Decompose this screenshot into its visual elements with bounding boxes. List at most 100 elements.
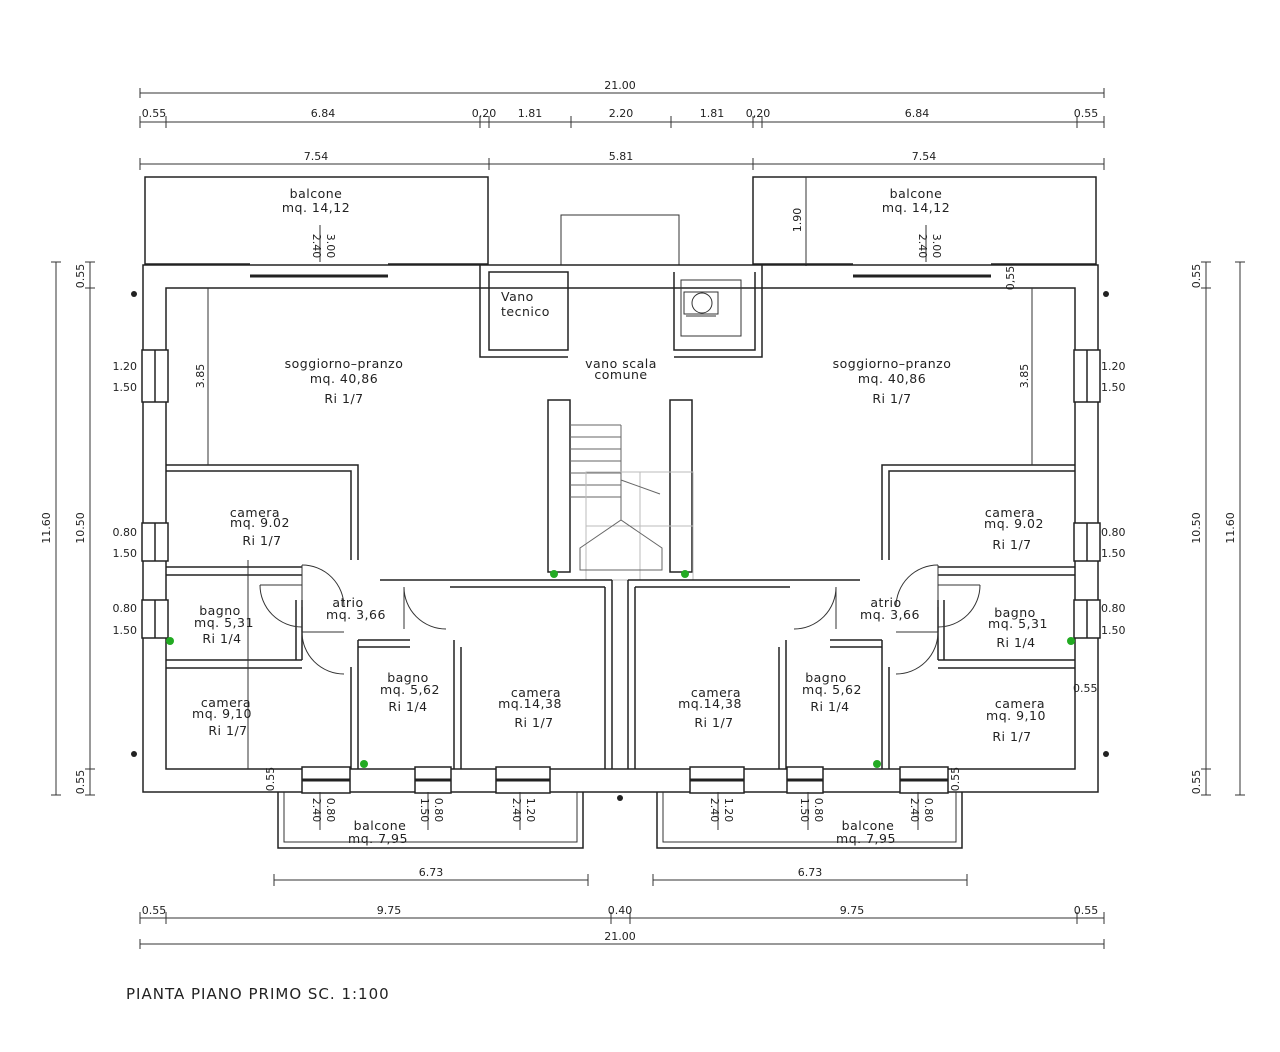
label-balcone-tl-1: balcone: [290, 186, 343, 201]
dim-top-seg-3: 0,20: [472, 107, 497, 120]
label-atrio-r-1: atrio: [870, 595, 901, 610]
green-markers: [166, 570, 1075, 768]
label-atrio-r-2: mq. 3,66: [860, 607, 920, 622]
win-bot-6b: 0.80: [922, 798, 935, 823]
win-bag-left-a: 0.80: [113, 602, 138, 615]
label-bagno-rm-1: bagno: [805, 670, 847, 685]
dim-bottom-seg-1: 0.55: [142, 904, 167, 917]
win-bot-3a: 2.40: [510, 798, 523, 823]
bottom-windows: [301, 766, 949, 794]
label-balcone-br-1: balcone: [842, 818, 895, 833]
label-camera-rt-3: Ri 1/7: [992, 537, 1031, 552]
dim-bottom-seg-3: 0.40: [608, 904, 633, 917]
dim-top-total: 21.00: [604, 79, 636, 92]
dim-top-seg-9: 0.55: [1074, 107, 1099, 120]
dim-atrio-side: 0.55: [1073, 682, 1098, 695]
label-bagno-ls-3: Ri 1/4: [202, 631, 241, 646]
label-vano-tecnico-1: Vano: [501, 289, 534, 304]
dim-stair-side: 0,55: [1004, 266, 1017, 291]
label-camera-rt-2: mq. 9.02: [984, 516, 1044, 531]
label-soggiorno-r-3: Ri 1/7: [872, 391, 911, 406]
dim-right-total-outer: 11.60: [1224, 512, 1237, 544]
dim-bottom-edge-right: 0.55: [949, 767, 962, 792]
right-unit-walls: 3.85: [627, 288, 1075, 769]
label-camera-rt-1: camera: [985, 505, 1035, 520]
label-vano-scala-2: comune: [594, 367, 647, 382]
win-liv-left-b: 1.50: [113, 381, 138, 394]
dim-left-top: 0.55: [74, 264, 87, 289]
left-unit-walls: 3.85: [166, 288, 613, 769]
label-bagno-lm-3: Ri 1/4: [388, 699, 427, 714]
win-cam-right-a: 0.80: [1101, 526, 1126, 539]
label-camera-lt-3: Ri 1/7: [242, 533, 281, 548]
dim-top-seg-4: 1.81: [518, 107, 543, 120]
label-bagno-lm-1: bagno: [387, 670, 429, 685]
dim-left-total-outer: 11.60: [40, 512, 53, 544]
label-camera-rb-3: Ri 1/7: [992, 729, 1031, 744]
dim-win-top-left-b: 3.00: [324, 234, 337, 259]
dim-right-bottom: 0.55: [1190, 770, 1203, 795]
label-camera-lt-1: camera: [230, 505, 280, 520]
label-camera-lb-1: camera: [201, 695, 251, 710]
room-labels: balcone mq. 14,12 balcone mq. 14,12 Vano…: [192, 186, 1047, 846]
label-soggiorno-r-1: soggiorno–pranzo: [833, 356, 952, 371]
side-window-labels: 1.20 1.50 0.80 1.50 0.80 1.50 1.20 1.50 …: [113, 266, 1126, 695]
label-balcone-br-2: mq. 7,95: [836, 831, 896, 846]
label-bagno-rs-1: bagno: [994, 605, 1036, 620]
win-bot-6a: 2.40: [908, 798, 921, 823]
label-atrio-l-1: atrio: [332, 595, 363, 610]
dim-top-block-1: 7.54: [304, 150, 329, 163]
label-bagno-rs-3: Ri 1/4: [996, 635, 1035, 650]
label-balcone-tr-1: balcone: [890, 186, 943, 201]
win-cam-right-b: 1.50: [1101, 547, 1126, 560]
dim-win-top-right-a: 2.40: [916, 234, 929, 259]
win-bot-2b: 0.80: [432, 798, 445, 823]
top-balconies: 1.90 2.40 3.00 2.40 3.00: [144, 176, 1097, 266]
label-soggiorno-l-1: soggiorno–pranzo: [285, 356, 404, 371]
label-camera-rb-1: camera: [995, 696, 1045, 711]
dim-bottom-seg-5: 0.55: [1074, 904, 1099, 917]
label-balcone-bl-1: balcone: [354, 818, 407, 833]
label-vano-tecnico-2: tecnico: [501, 304, 550, 319]
win-cam-left-a: 0.80: [113, 526, 138, 539]
label-camera-lm-3: Ri 1/7: [514, 715, 553, 730]
label-camera-rm-1: camera: [691, 685, 741, 700]
win-bag-right-b: 1.50: [1101, 624, 1126, 637]
dim-right-total-inner: 10.50: [1190, 512, 1203, 544]
win-liv-right-a: 1.20: [1101, 360, 1126, 373]
dim-top-seg-1: 0.55: [142, 107, 167, 120]
win-liv-right-b: 1.50: [1101, 381, 1126, 394]
label-vano-scala-1: vano scala: [585, 356, 657, 371]
win-bot-3b: 1.20: [524, 798, 537, 823]
win-bag-right-a: 0.80: [1101, 602, 1126, 615]
dim-top-seg-5: 2.20: [609, 107, 634, 120]
dim-left-total-inner: 10.50: [74, 512, 87, 544]
dim-win-top-left-a: 2.40: [310, 234, 323, 259]
top-dimensions: 21.00 0.55 6.84 0,20 1.81 2.20 1.81 0,20…: [139, 79, 1105, 170]
win-bag-left-b: 1.50: [113, 624, 138, 637]
win-bot-5a: 1.50: [798, 798, 811, 823]
label-camera-lb-2: mq. 9,10: [192, 706, 252, 721]
dim-top-seg-8: 6.84: [905, 107, 930, 120]
label-bagno-lm-2: mq. 5,62: [380, 682, 440, 697]
label-camera-lm-1: camera: [511, 685, 561, 700]
central-core: [479, 265, 763, 581]
label-bagno-rm-2: mq. 5,62: [802, 682, 862, 697]
label-camera-lt-2: mq. 9.02: [230, 515, 290, 530]
win-cam-left-b: 1.50: [113, 547, 138, 560]
label-camera-lm-2: mq.14,38: [498, 696, 562, 711]
win-bot-1a: 2.40: [310, 798, 323, 823]
dim-top-seg-6: 1.81: [700, 107, 725, 120]
dim-bottom-total: 21.00: [604, 930, 636, 943]
win-liv-left-a: 1.20: [113, 360, 138, 373]
dim-room-height-left: 3.85: [194, 364, 207, 389]
plan-title: PIANTA PIANO PRIMO SC. 1:100: [126, 985, 390, 1003]
label-camera-rb-2: mq. 9,10: [986, 708, 1046, 723]
label-bagno-ls-1: bagno: [199, 603, 241, 618]
label-camera-rm-3: Ri 1/7: [694, 715, 733, 730]
label-atrio-l-2: mq. 3,66: [326, 607, 386, 622]
win-bot-4b: 1.20: [722, 798, 735, 823]
label-bagno-ls-2: mq. 5,31: [194, 615, 254, 630]
dim-win-top-right-b: 3.00: [930, 234, 943, 259]
